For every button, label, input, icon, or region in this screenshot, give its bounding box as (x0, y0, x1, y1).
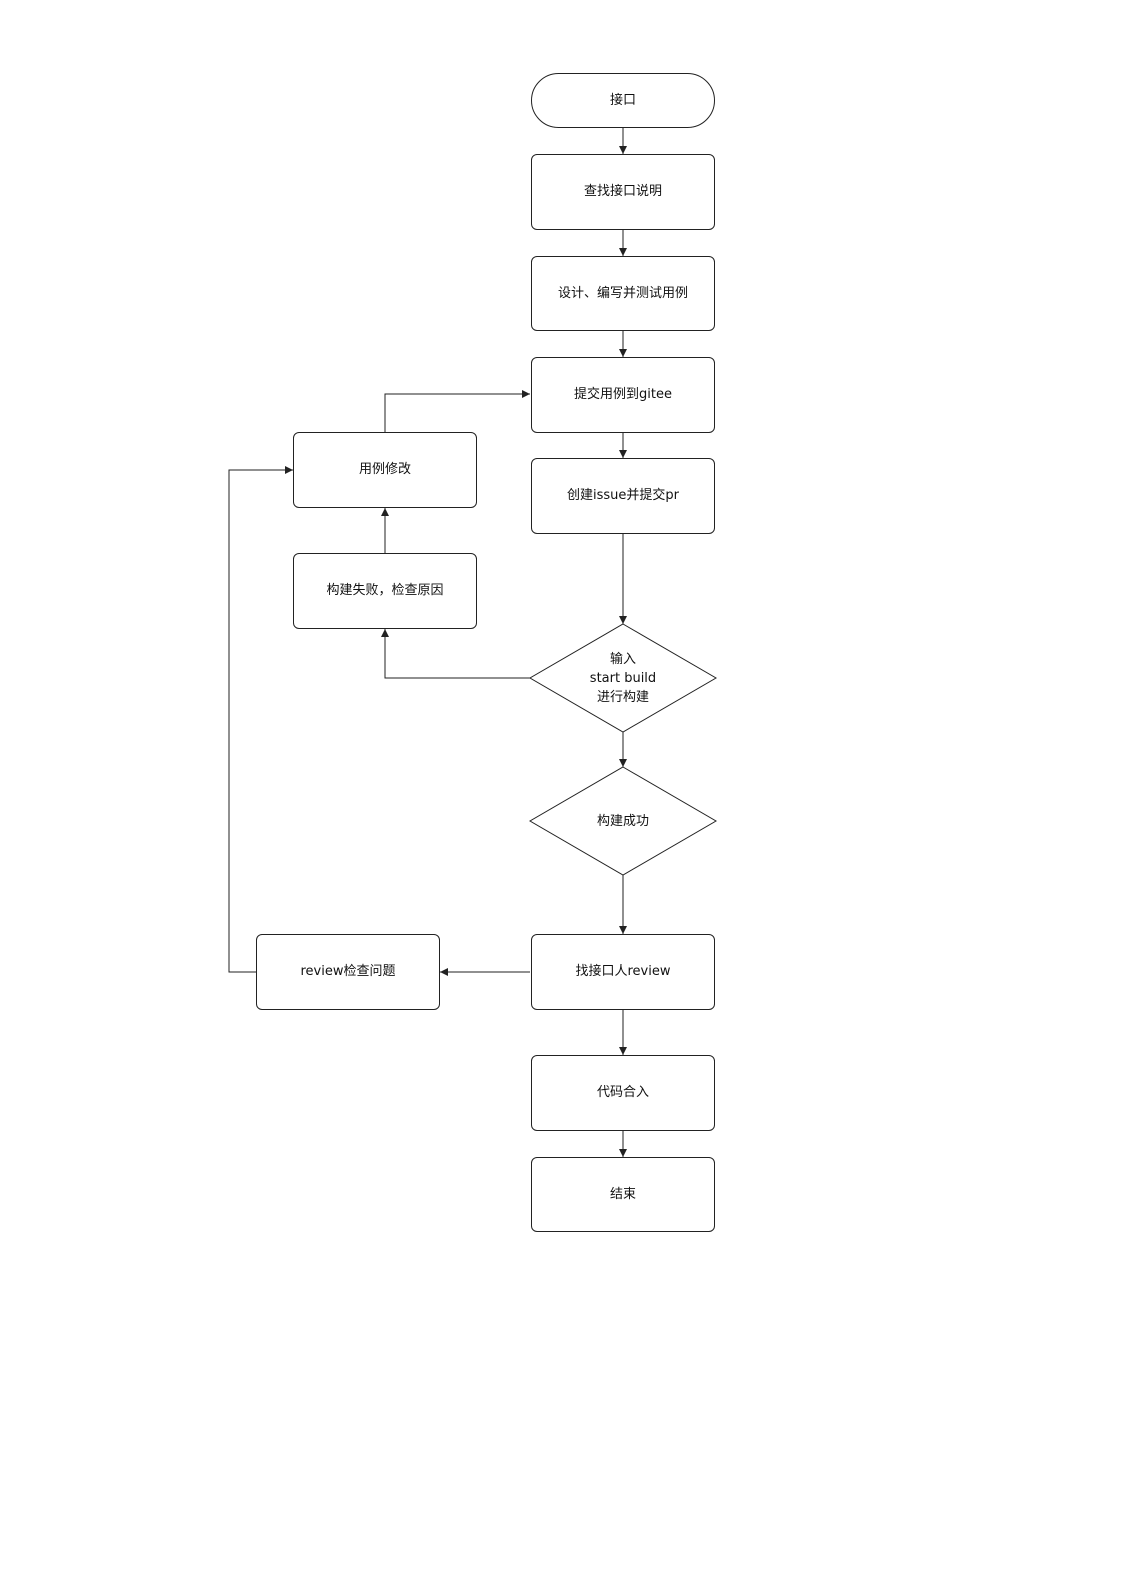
build-decision-line1: 输入 (609, 651, 636, 667)
build-decision-line3: 进行构建 (596, 689, 649, 705)
submit-gitee-node: 提交用例到gitee (531, 357, 715, 433)
edge-review-issues-to-modify (228, 466, 293, 973)
review-issues-label: review检查问题 (300, 964, 396, 979)
build-decision-line2: start build (589, 670, 657, 686)
merge-code-label: 代码合入 (596, 1085, 649, 1100)
merge-code-node: 代码合入 (531, 1055, 715, 1131)
create-issue-pr-label: 创建issue并提交pr (567, 488, 679, 503)
edge-decision-to-build-failed (381, 629, 530, 679)
build-decision-label: 输入 start build 进行构建 (560, 648, 686, 708)
start-node: 接口 (531, 73, 715, 128)
design-cases-label: 设计、编写并测试用例 (557, 285, 688, 301)
end-label: 结束 (609, 1186, 636, 1202)
build-failed-node: 构建失败，检查原因 (293, 553, 477, 629)
design-cases-node: 设计、编写并测试用例 (531, 256, 715, 331)
build-success-text: 构建成功 (596, 813, 649, 829)
edge-modify-to-submit (384, 390, 530, 432)
create-issue-pr-node: 创建issue并提交pr (531, 458, 715, 534)
end-node: 结束 (531, 1157, 715, 1232)
modify-cases-label: 用例修改 (358, 462, 411, 477)
modify-cases-node: 用例修改 (293, 432, 477, 508)
find-doc-node: 查找接口说明 (531, 154, 715, 230)
start-label: 接口 (609, 92, 636, 108)
review-issues-node: review检查问题 (256, 934, 440, 1010)
find-doc-label: 查找接口说明 (583, 184, 662, 199)
build-failed-label: 构建失败，检查原因 (326, 583, 444, 598)
build-success-label: 构建成功 (560, 808, 686, 834)
find-reviewer-label: 找接口人review (575, 964, 671, 979)
find-reviewer-node: 找接口人review (531, 934, 715, 1010)
submit-gitee-label: 提交用例到gitee (574, 387, 672, 402)
